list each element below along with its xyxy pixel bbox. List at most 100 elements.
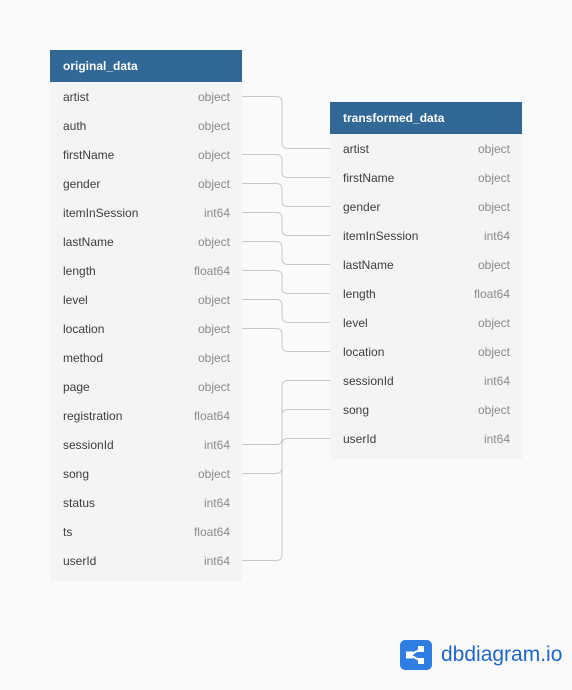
column-name: length bbox=[343, 286, 376, 301]
column-type: int64 bbox=[483, 373, 510, 388]
column-name: status bbox=[63, 495, 96, 510]
share-network-icon bbox=[400, 640, 432, 670]
column-type: object bbox=[197, 350, 230, 365]
table-header[interactable]: original_data bbox=[50, 50, 242, 82]
column-name: ts bbox=[63, 524, 73, 539]
relation-line-iteminsession[interactable] bbox=[242, 212, 330, 236]
column-name: method bbox=[63, 350, 104, 365]
column-name: level bbox=[63, 292, 88, 307]
column-row-level[interactable]: level object bbox=[50, 285, 242, 314]
column-row-artist[interactable]: artist object bbox=[50, 82, 242, 111]
column-row-sessionid[interactable]: sessionId int64 bbox=[50, 430, 242, 459]
column-name: song bbox=[63, 466, 90, 481]
relation-line-sessionid[interactable] bbox=[242, 380, 330, 445]
column-type: object bbox=[197, 292, 230, 307]
column-name: location bbox=[343, 344, 385, 359]
column-name: location bbox=[63, 321, 105, 336]
column-row-lastname[interactable]: lastName object bbox=[50, 227, 242, 256]
column-type: object bbox=[197, 89, 230, 104]
column-name: lastName bbox=[63, 234, 114, 249]
column-name: gender bbox=[343, 199, 381, 214]
column-type: object bbox=[197, 466, 230, 481]
column-name: sessionId bbox=[343, 373, 394, 388]
column-row-gender[interactable]: gender object bbox=[330, 192, 522, 221]
column-type: object bbox=[477, 402, 510, 417]
column-row-sessionid[interactable]: sessionId int64 bbox=[330, 366, 522, 395]
column-row-status[interactable]: status int64 bbox=[50, 488, 242, 517]
relation-line-userid[interactable] bbox=[242, 438, 330, 561]
column-name: itemInSession bbox=[343, 228, 419, 243]
relation-line-gender[interactable] bbox=[242, 183, 330, 207]
column-row-iteminsession[interactable]: itemInSession int64 bbox=[330, 221, 522, 250]
column-type: object bbox=[197, 234, 230, 249]
column-row-registration[interactable]: registration float64 bbox=[50, 401, 242, 430]
column-row-firstname[interactable]: firstName object bbox=[330, 163, 522, 192]
relation-line-lastname[interactable] bbox=[242, 241, 330, 265]
column-row-iteminsession[interactable]: itemInSession int64 bbox=[50, 198, 242, 227]
table-footer bbox=[330, 453, 522, 459]
column-type: float64 bbox=[193, 263, 230, 278]
column-row-location[interactable]: location object bbox=[50, 314, 242, 343]
column-row-length[interactable]: length float64 bbox=[330, 279, 522, 308]
column-type: int64 bbox=[203, 495, 230, 510]
column-name: artist bbox=[63, 89, 90, 104]
column-type: int64 bbox=[203, 437, 230, 452]
column-name: registration bbox=[63, 408, 123, 423]
column-type: int64 bbox=[203, 553, 230, 568]
column-row-firstname[interactable]: firstName object bbox=[50, 140, 242, 169]
column-name: sessionId bbox=[63, 437, 114, 452]
column-row-method[interactable]: method object bbox=[50, 343, 242, 372]
table-footer bbox=[50, 575, 242, 581]
column-name: artist bbox=[343, 141, 370, 156]
column-type: object bbox=[197, 379, 230, 394]
column-name: firstName bbox=[343, 170, 395, 185]
column-row-song[interactable]: song object bbox=[330, 395, 522, 424]
column-type: object bbox=[197, 176, 230, 191]
relation-line-artist[interactable] bbox=[242, 96, 330, 149]
column-row-userid[interactable]: userId int64 bbox=[50, 546, 242, 575]
column-name: itemInSession bbox=[63, 205, 139, 220]
brand-name: dbdiagram.io bbox=[441, 643, 563, 666]
column-type: int64 bbox=[203, 205, 230, 220]
relation-line-location[interactable] bbox=[242, 328, 330, 352]
column-name: length bbox=[63, 263, 96, 278]
column-name: song bbox=[343, 402, 370, 417]
column-name: lastName bbox=[343, 257, 394, 272]
column-row-gender[interactable]: gender object bbox=[50, 169, 242, 198]
relation-line-firstname[interactable] bbox=[242, 154, 330, 178]
brand-logo[interactable]: dbdiagram.io bbox=[400, 640, 562, 670]
column-row-ts[interactable]: ts float64 bbox=[50, 517, 242, 546]
column-type: object bbox=[197, 147, 230, 162]
column-type: object bbox=[477, 315, 510, 330]
column-type: object bbox=[477, 199, 510, 214]
column-type: object bbox=[477, 170, 510, 185]
relation-line-level[interactable] bbox=[242, 299, 330, 323]
relation-line-length[interactable] bbox=[242, 270, 330, 294]
column-type: float64 bbox=[193, 408, 230, 423]
relation-line-song[interactable] bbox=[242, 409, 330, 474]
column-type: object bbox=[197, 321, 230, 336]
column-name: gender bbox=[63, 176, 101, 191]
column-type: object bbox=[197, 118, 230, 133]
column-name: auth bbox=[63, 118, 87, 133]
column-name: firstName bbox=[63, 147, 115, 162]
column-type: int64 bbox=[483, 228, 510, 243]
table-header[interactable]: transformed_data bbox=[330, 102, 522, 134]
column-type: float64 bbox=[193, 524, 230, 539]
column-name: userId bbox=[63, 553, 97, 568]
column-row-auth[interactable]: auth object bbox=[50, 111, 242, 140]
column-row-length[interactable]: length float64 bbox=[50, 256, 242, 285]
column-row-song[interactable]: song object bbox=[50, 459, 242, 488]
column-type: int64 bbox=[483, 431, 510, 446]
column-type: float64 bbox=[473, 286, 510, 301]
